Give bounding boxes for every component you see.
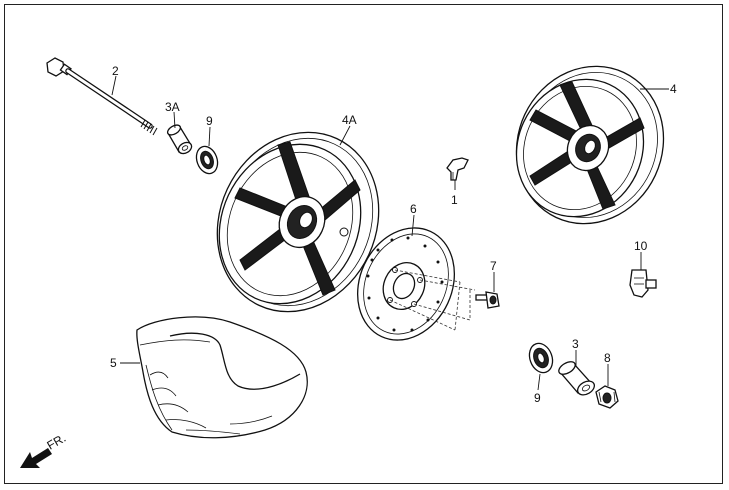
- valve-cap: [629, 269, 657, 298]
- leader-lines: [111, 75, 669, 391]
- spacer-3a: [166, 124, 193, 155]
- label-part-2: 2: [112, 64, 119, 78]
- label-part-1: 1: [451, 193, 458, 207]
- axle-bolt: [46, 57, 158, 136]
- valve: [446, 157, 469, 181]
- label-part-3a: 3A: [165, 100, 180, 114]
- label-part-6: 6: [410, 202, 417, 216]
- diagram-frame: [4, 4, 723, 484]
- label-part-8: 8: [604, 351, 611, 365]
- label-part-4a: 4A: [342, 113, 357, 127]
- label-part-5: 5: [110, 356, 117, 370]
- label-part-7: 7: [490, 259, 497, 273]
- bearing-lower: [528, 342, 554, 374]
- label-part-10: 10: [634, 239, 648, 253]
- bearing-upper: [195, 145, 219, 175]
- collar: [558, 361, 596, 396]
- label-part-3: 3: [572, 337, 579, 351]
- label-part-9-lower: 9: [534, 391, 541, 405]
- brake-disc: [356, 227, 476, 341]
- label-part-4: 4: [670, 82, 677, 96]
- arrow-down-left-icon: [20, 448, 52, 468]
- axle-nut: [595, 385, 619, 409]
- wheel-4a: [216, 131, 380, 313]
- tire: [136, 316, 308, 439]
- front-direction-indicator: FR.: [20, 431, 68, 468]
- label-part-9-upper: 9: [206, 114, 213, 128]
- disc-bolt: [475, 291, 500, 309]
- wheel-4: [515, 65, 665, 225]
